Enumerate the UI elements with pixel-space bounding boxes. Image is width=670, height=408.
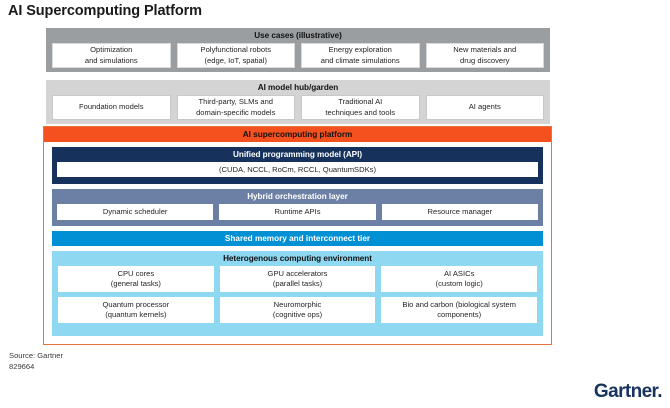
- use-case-card-polyfunctional-robots[interactable]: Polyfunctional robots (edge, IoT, spatia…: [176, 43, 295, 68]
- api-value-row: (CUDA, NCCL, RoCm, RCCL, QuantumSDKs): [52, 162, 543, 181]
- card-line2: (edge, IoT, spatial): [204, 55, 267, 65]
- compute-card-bio-and-carbon[interactable]: Bio and carbon (biological system compon…: [381, 297, 538, 323]
- shared-memory-tier-band: Shared memory and interconnect tier: [52, 231, 543, 246]
- card-line1: CPU cores: [117, 268, 155, 278]
- card-line1: Foundation models: [78, 102, 144, 112]
- card-line2: and simulations: [84, 55, 138, 65]
- model-hub-card-foundation-models[interactable]: Foundation models: [52, 95, 171, 120]
- page-title: AI Supercomputing Platform: [8, 3, 202, 19]
- use-cases-title: Use cases (illustrative): [254, 31, 342, 40]
- use-case-card-energy-exploration[interactable]: Energy exploration and climate simulatio…: [301, 43, 420, 68]
- model-hub-card-row: Foundation models Third-party, SLMs and …: [46, 95, 550, 125]
- card-line1: Quantum processor: [102, 299, 170, 309]
- api-value[interactable]: (CUDA, NCCL, RoCm, RCCL, QuantumSDKs): [57, 162, 538, 177]
- card-line2: (cognitive ops): [272, 310, 323, 319]
- compute-card-quantum-processor[interactable]: Quantum processor (quantum kernels): [58, 297, 214, 323]
- orchestration-card-resource-manager[interactable]: Resource manager: [381, 204, 538, 220]
- orchestration-card-dynamic-scheduler[interactable]: Dynamic scheduler: [57, 204, 214, 220]
- orchestration-card-row: Dynamic scheduler Runtime APIs Resource …: [52, 204, 543, 224]
- card-line2: and climate simulations: [320, 55, 400, 65]
- use-cases-band: Use cases (illustrative) Optimization an…: [46, 28, 550, 72]
- compute-card-row-2: Quantum processor (quantum kernels) Neur…: [52, 297, 543, 328]
- card-line1: Optimization: [90, 45, 133, 54]
- card-line1: Bio and carbon (biological system: [402, 299, 516, 309]
- gartner-logo: Gartner.: [593, 381, 663, 402]
- card-line2: components): [437, 310, 482, 319]
- card-line2: techniques and tools: [325, 107, 396, 117]
- compute-title: Heterogenous computing environment: [223, 254, 372, 263]
- card-line1: New materials and: [453, 45, 517, 54]
- card-line1: Polyfunctional robots: [200, 45, 272, 54]
- unified-programming-model-band: Unified programming model (API) (CUDA, N…: [52, 147, 543, 184]
- card-line2: (custom logic): [435, 279, 483, 288]
- card-line1: Third-party, SLMs and: [198, 97, 274, 106]
- heterogenous-computing-band: Heterogenous computing environment CPU c…: [52, 251, 543, 336]
- use-cases-card-row: Optimization and simulations Polyfunctio…: [46, 43, 550, 73]
- source-note: Source: Gartner: [9, 351, 64, 360]
- orchestration-card-runtime-apis[interactable]: Runtime APIs: [219, 204, 376, 220]
- compute-card-gpu-accelerators[interactable]: GPU accelerators (parallel tasks): [219, 266, 376, 292]
- card-line2: domain-specific models: [196, 107, 276, 117]
- card-line2: (parallel tasks): [272, 279, 323, 288]
- source-id: 829664: [9, 362, 35, 371]
- card-line2: (general tasks): [110, 279, 161, 288]
- card-line1: GPU accelerators: [267, 268, 328, 278]
- orchestration-title: Hybrid orchestration layer: [247, 192, 348, 201]
- use-case-card-optimization[interactable]: Optimization and simulations: [52, 43, 171, 68]
- compute-card-ai-asics[interactable]: AI ASICs (custom logic): [381, 266, 538, 292]
- model-hub-title: AI model hub/garden: [257, 83, 339, 92]
- ai-supercomputing-platform-container: AI supercomputing platform Unified progr…: [43, 126, 552, 345]
- card-line1: Runtime APIs: [274, 206, 321, 216]
- card-line1: Resource manager: [427, 206, 493, 216]
- card-line2: drug discovery: [460, 55, 510, 65]
- hybrid-orchestration-band: Hybrid orchestration layer Dynamic sched…: [52, 189, 543, 226]
- card-line1: AI ASICs: [443, 268, 475, 278]
- model-hub-card-third-party-slms[interactable]: Third-party, SLMs and domain-specific mo…: [176, 95, 295, 120]
- card-line1: Dynamic scheduler: [102, 206, 168, 216]
- api-title: Unified programming model (API): [233, 150, 362, 159]
- compute-card-cpu-cores[interactable]: CPU cores (general tasks): [58, 266, 214, 292]
- use-case-card-new-materials[interactable]: New materials and drug discovery: [425, 43, 544, 68]
- compute-card-neuromorphic[interactable]: Neuromorphic (cognitive ops): [219, 297, 376, 323]
- card-line1: Energy exploration: [328, 45, 392, 54]
- card-line2: (quantum kernels): [105, 310, 167, 319]
- card-line1: AI agents: [468, 102, 501, 112]
- card-line1: Traditional AI: [338, 97, 383, 106]
- platform-header-title: AI supercomputing platform: [44, 127, 551, 142]
- compute-card-row-1: CPU cores (general tasks) GPU accelerato…: [52, 266, 543, 297]
- model-hub-card-traditional-ai[interactable]: Traditional AI techniques and tools: [301, 95, 420, 120]
- model-hub-band: AI model hub/garden Foundation models Th…: [46, 80, 550, 124]
- card-line1: Neuromorphic: [273, 299, 322, 309]
- model-hub-card-ai-agents[interactable]: AI agents: [425, 95, 544, 120]
